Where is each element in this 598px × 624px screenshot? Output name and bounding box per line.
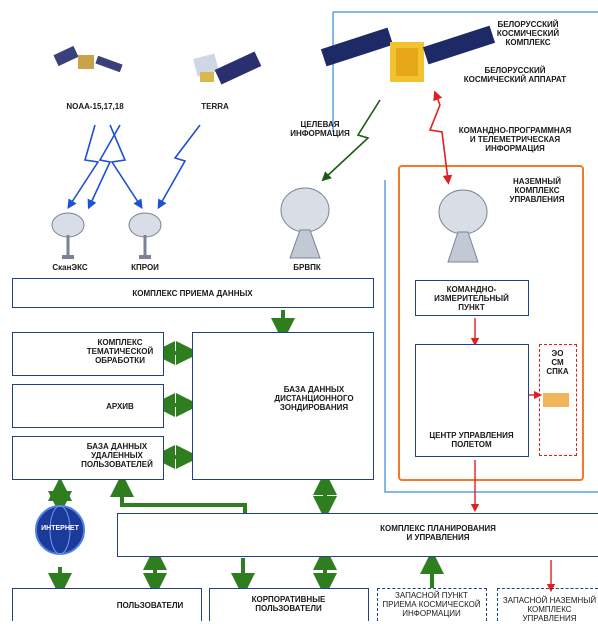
measuring-point-box: КОМАНДНО- ИЗМЕРИТЕЛЬНЫЙ ПУНКТ xyxy=(415,280,529,316)
terra-satellite-icon xyxy=(193,51,262,85)
rs-database-box: БАЗА ДАННЫХ ДИСТАНЦИОННОГО ЗОНДИРОВАНИЯ xyxy=(192,332,374,480)
eo-sm-spka-box: ЭО СМ СПКА xyxy=(539,344,577,456)
planning-complex-box: КОМПЛЕКС ПЛАНИРОВАНИЯ И УПРАВЛЕНИЯ xyxy=(117,513,598,557)
brvpk-antenna-icon xyxy=(280,187,330,259)
planning-users-db-arrow xyxy=(110,473,247,515)
rs-database-label: БАЗА ДАННЫХ ДИСТАНЦИОННОГО ЗОНДИРОВАНИЯ xyxy=(274,385,354,413)
thematic-processing-label: КОМПЛЕКС ТЕМАТИЧЕСКОЙ ОБРАБОТКИ xyxy=(86,338,154,366)
internet-label: ИНТЕРНЕТ xyxy=(41,525,79,532)
kproi-label: КПРОИ xyxy=(131,263,159,272)
noaa-link-2 xyxy=(109,124,143,210)
ground-control-label: НАЗЕМНЫЙ КОМПЛЕКС УПРАВЛЕНИЯ xyxy=(509,177,565,205)
space-complex-label: БЕЛОРУССКИЙ КОСМИЧЕСКИЙ КОМПЛЕКС xyxy=(496,20,560,48)
archive-label: АРХИВ xyxy=(106,402,134,411)
reception-complex-box: КОМПЛЕКС ПРИЕМА ДАННЫХ xyxy=(12,278,374,308)
eo-sm-spka-label: ЭО СМ СПКА xyxy=(546,349,569,377)
noaa-label: NOAA-15,17,18 xyxy=(66,102,124,111)
scanex-antenna-icon xyxy=(51,212,85,259)
corporate-users-box: КОРПОРАТИВНЫЕ ПОЛЬЗОВАТЕЛИ xyxy=(209,588,369,621)
noaa-link-1 xyxy=(67,124,100,210)
target-info-label: ЦЕЛЕВАЯ ИНФОРМАЦИЯ xyxy=(290,120,350,139)
terra-label: TERRA xyxy=(201,102,229,111)
ground-control-frame xyxy=(398,165,584,481)
belarus-satellite-label: БЕЛОРУССКИЙ КОСМИЧЕСКИЙ АППАРАТ xyxy=(463,66,567,85)
command-telemetry-label: КОМАНДНО-ПРОГРАММНАЯ И ТЕЛЕМЕТРИЧЕСКАЯ И… xyxy=(458,126,572,154)
users-box: ПОЛЬЗОВАТЕЛИ xyxy=(12,588,202,621)
internet-globe-icon xyxy=(35,505,85,555)
remote-users-db-label: БАЗА ДАННЫХ УДАЛЕННЫХ ПОЛЬЗОВАТЕЛЕЙ xyxy=(81,442,153,470)
reception-complex-label: КОМПЛЕКС ПРИЕМА ДАННЫХ xyxy=(132,289,253,298)
eo-workstation-icon xyxy=(543,393,569,407)
belarus-satellite-icon xyxy=(320,25,496,82)
noaa-satellite-icon xyxy=(53,45,123,73)
flight-control-box: ЦЕНТР УПРАВЛЕНИЯ ПОЛЕТОМ xyxy=(415,344,529,457)
backup-reception-label: ЗАПАСНОЙ ПУНКТ ПРИЕМА КОСМИЧЕСКОЙ ИНФОРМ… xyxy=(382,591,481,619)
target-info-link xyxy=(321,99,381,182)
telemetry-link xyxy=(428,104,453,185)
corporate-users-label: КОРПОРАТИВНЫЕ ПОЛЬЗОВАТЕЛИ xyxy=(251,595,326,614)
space-complex-frame xyxy=(332,11,598,493)
users-label: ПОЛЬЗОВАТЕЛИ xyxy=(116,601,184,610)
kproi-antenna-icon xyxy=(128,212,162,259)
backup-reception-box: ЗАПАСНОЙ ПУНКТ ПРИЕМА КОСМИЧЕСКОЙ ИНФОРМ… xyxy=(377,588,487,621)
ground-antenna-icon xyxy=(438,189,488,263)
terra-link-2 xyxy=(87,124,121,210)
brvpk-label: БРВПК xyxy=(293,263,321,272)
backup-ground-label: ЗАПАСНОЙ НАЗЕМНЫЙ КОМПЛЕКС УПРАВЛЕНИЯ xyxy=(502,596,597,624)
planning-complex-label: КОМПЛЕКС ПЛАНИРОВАНИЯ И УПРАВЛЕНИЯ xyxy=(380,524,496,543)
measuring-point-label: КОМАНДНО- ИЗМЕРИТЕЛЬНЫЙ ПУНКТ xyxy=(434,285,509,313)
terra-link-1 xyxy=(157,124,201,210)
flight-control-label: ЦЕНТР УПРАВЛЕНИЯ ПОЛЕТОМ xyxy=(429,431,514,450)
scanex-label: СканЭКС xyxy=(52,263,88,272)
backup-ground-box: ЗАПАСНОЙ НАЗЕМНЫЙ КОМПЛЕКС УПРАВЛЕНИЯ xyxy=(497,588,598,624)
archive-box: АРХИВ xyxy=(12,384,164,428)
thematic-processing-box: КОМПЛЕКС ТЕМАТИЧЕСКОЙ ОБРАБОТКИ xyxy=(12,332,164,376)
remote-users-db-box: БАЗА ДАННЫХ УДАЛЕННЫХ ПОЛЬЗОВАТЕЛЕЙ xyxy=(12,436,164,480)
